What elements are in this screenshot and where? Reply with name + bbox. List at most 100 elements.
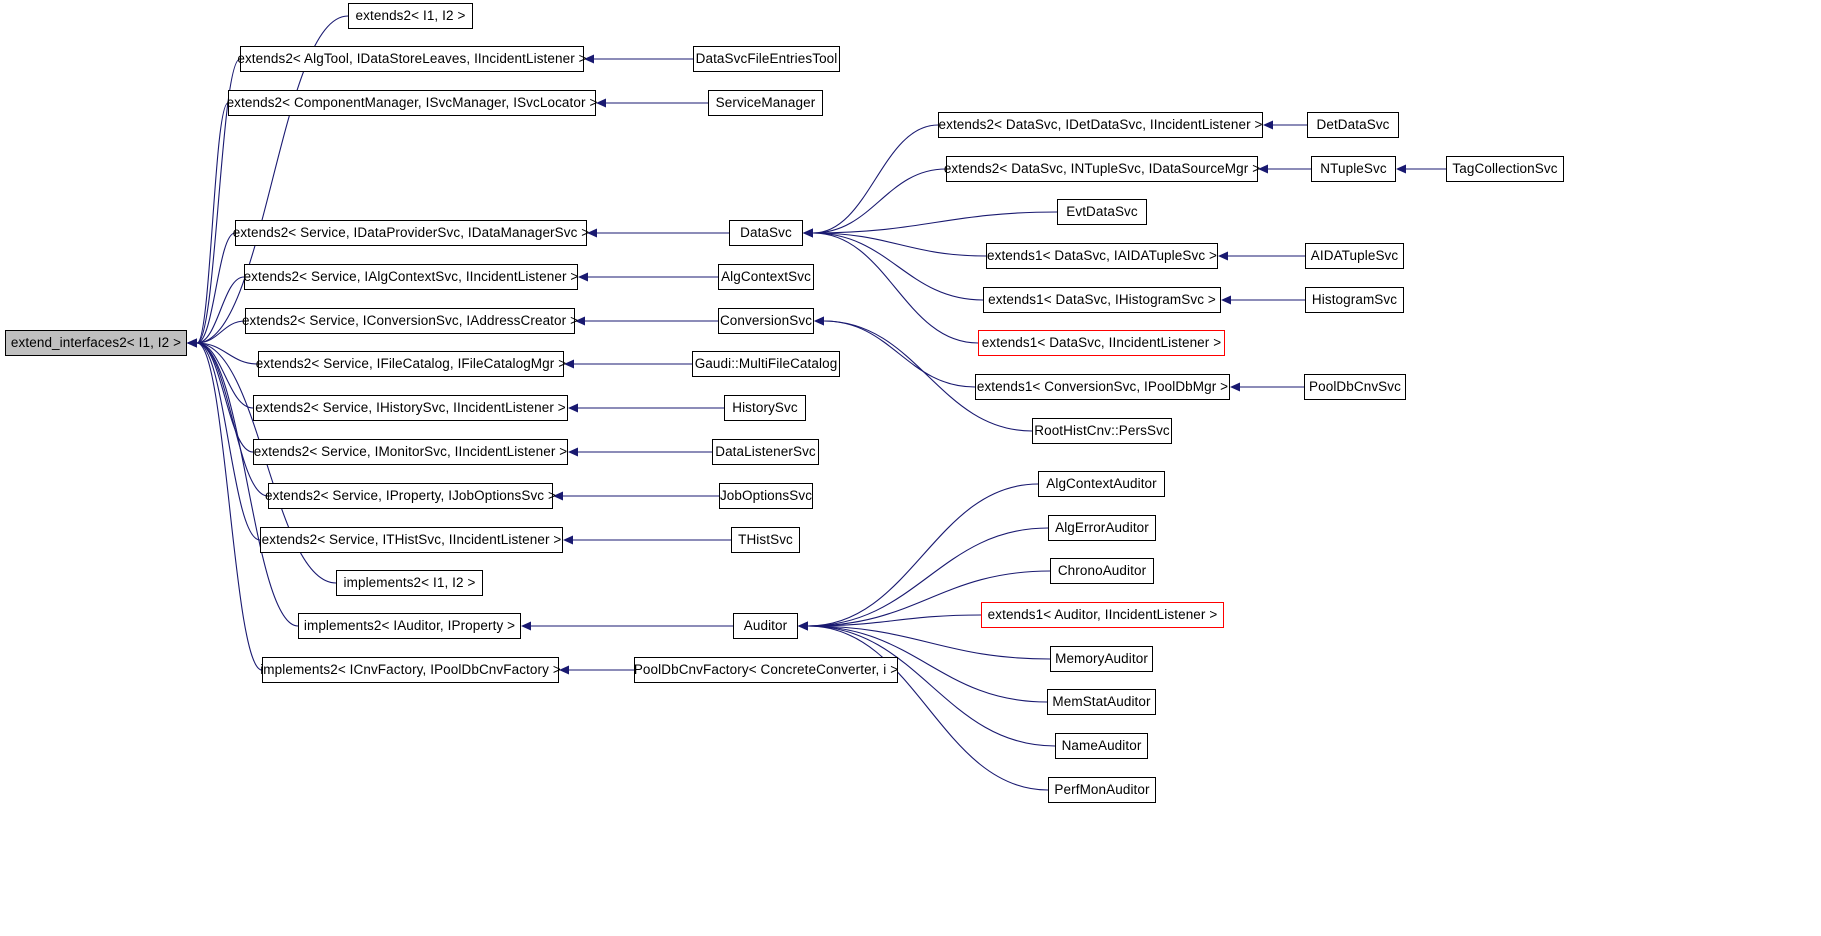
class-node-label: DataSvc [740,225,792,241]
class-node[interactable]: extends1< ConversionSvc, IPoolDbMgr > [975,374,1230,400]
inheritance-edge [196,342,254,453]
class-node[interactable]: extends1< DataSvc, IHistogramSvc > [983,287,1221,313]
edge-arrowhead [187,338,197,348]
inheritance-edge [196,276,245,344]
class-node[interactable]: extends2< I1, I2 > [348,3,473,29]
inheritance-edge [807,527,1049,627]
class-node[interactable]: MemStatAuditor [1047,689,1156,715]
edge-arrowhead [1258,164,1268,174]
class-node[interactable]: ConversionSvc [718,308,814,334]
edge-arrowhead [1263,120,1273,130]
class-node[interactable]: ServiceManager [708,90,823,116]
class-node-label: AlgErrorAuditor [1055,520,1149,536]
edge-arrowhead [1396,164,1406,174]
class-node[interactable]: extends2< DataSvc, IDetDataSvc, IInciden… [938,112,1263,138]
class-node[interactable]: implements2< IAuditor, IProperty > [298,613,521,639]
class-node-label: DataListenerSvc [715,444,816,460]
edge-arrowhead [559,665,569,675]
class-node-label: extends2< Service, ITHistSvc, IIncidentL… [261,532,562,548]
class-node-label: PoolDbCnvSvc [1309,379,1401,395]
class-node[interactable]: extends2< Service, IAlgContextSvc, IInci… [244,264,578,290]
class-node[interactable]: implements2< I1, I2 > [336,570,483,596]
class-node[interactable]: NTupleSvc [1311,156,1396,182]
class-node[interactable]: AlgErrorAuditor [1048,515,1156,541]
class-node[interactable]: PerfMonAuditor [1048,777,1156,803]
class-node[interactable]: extends1< DataSvc, IIncidentListener > [978,330,1225,356]
root-node[interactable]: extend_interfaces2< I1, I2 > [5,330,187,356]
inheritance-edge [807,625,1051,660]
class-node[interactable]: TagCollectionSvc [1446,156,1564,182]
class-node[interactable]: extends1< DataSvc, IAIDATupleSvc > [986,243,1218,269]
inheritance-edge [812,124,939,234]
class-node[interactable]: extends2< Service, IFileCatalog, IFileCa… [255,351,567,377]
class-node-label: extends2< Service, IConversionSvc, IAddr… [241,313,579,329]
edge-arrowhead [521,621,531,631]
edge-arrowhead [563,535,573,545]
inheritance-edge [196,102,229,344]
class-node[interactable]: DataSvcFileEntriesTool [693,46,840,72]
edge-arrowhead [584,54,594,64]
class-node-label: PoolDbCnvFactory< ConcreteConverter, i > [633,662,899,678]
class-node[interactable]: extends2< Service, IConversionSvc, IAddr… [241,308,579,334]
class-node-label: extends1< DataSvc, IIncidentListener > [981,335,1222,351]
class-node-label: JobOptionsSvc [719,488,813,504]
class-node-label: MemoryAuditor [1055,651,1148,667]
class-node[interactable]: extends2< AlgTool, IDataStoreLeaves, IIn… [237,46,587,72]
class-node-label: extends2< Service, IFileCatalog, IFileCa… [255,356,567,372]
class-node-label: AlgContextAuditor [1046,476,1157,492]
class-node-label: extends2< I1, I2 > [355,8,466,24]
class-node[interactable]: HistogramSvc [1305,287,1404,313]
class-node-label: EvtDataSvc [1066,204,1138,220]
class-node[interactable]: THistSvc [731,527,800,553]
class-node[interactable]: RootHistCnv::PersSvc [1032,418,1172,444]
class-node[interactable]: AlgContextAuditor [1038,471,1165,497]
class-node[interactable]: AlgContextSvc [718,264,814,290]
class-node[interactable]: extends2< Service, ITHistSvc, IIncidentL… [260,527,563,553]
class-node[interactable]: ChronoAuditor [1050,558,1154,584]
class-node[interactable]: DataSvc [729,220,803,246]
class-node[interactable]: Auditor [733,613,798,639]
class-node-label: extend_interfaces2< I1, I2 > [10,335,182,351]
class-node[interactable]: extends1< Auditor, IIncidentListener > [981,602,1224,628]
class-node[interactable]: extends2< Service, IDataProviderSvc, IDa… [233,220,589,246]
class-node-label: extends2< Service, IAlgContextSvc, IInci… [243,269,579,285]
inheritance-edge [196,342,269,497]
class-node[interactable]: implements2< ICnvFactory, IPoolDbCnvFact… [260,657,561,683]
class-node[interactable]: extends2< Service, IMonitorSvc, IInciden… [253,439,568,465]
class-node[interactable]: Gaudi::MultiFileCatalog [692,351,840,377]
class-node[interactable]: extends2< Service, IHistorySvc, IInciden… [253,395,568,421]
inheritance-edge [196,342,263,671]
class-node-label: Auditor [743,618,788,634]
class-node-label: ConversionSvc [719,313,813,329]
class-node[interactable]: PoolDbCnvFactory< ConcreteConverter, i > [634,657,898,683]
class-node[interactable]: JobOptionsSvc [719,483,813,509]
class-node-label: extends2< Service, IHistorySvc, IInciden… [255,400,566,416]
class-node-label: Gaudi::MultiFileCatalog [694,356,838,372]
inheritance-edge [812,232,984,301]
class-node[interactable]: DetDataSvc [1307,112,1399,138]
edge-arrowhead [568,403,578,413]
class-node-label: implements2< I1, I2 > [343,575,476,591]
class-node-label: AIDATupleSvc [1310,248,1399,264]
class-node[interactable]: AIDATupleSvc [1305,243,1404,269]
class-node-label: extends2< Service, IMonitorSvc, IInciden… [253,444,568,460]
class-node[interactable]: PoolDbCnvSvc [1304,374,1406,400]
class-node[interactable]: extends2< ComponentManager, ISvcManager,… [227,90,597,116]
class-node[interactable]: DataListenerSvc [712,439,819,465]
edge-arrowhead [798,621,808,631]
inheritance-edge [196,320,246,344]
class-node[interactable]: extends2< DataSvc, INTupleSvc, IDataSour… [944,156,1260,182]
class-node[interactable]: extends2< Service, IProperty, IJobOption… [265,483,556,509]
class-node-label: MemStatAuditor [1052,694,1151,710]
inheritance-edge [196,15,349,344]
class-node[interactable]: EvtDataSvc [1057,199,1147,225]
class-node-label: PerfMonAuditor [1054,782,1150,798]
class-node[interactable]: NameAuditor [1055,733,1148,759]
edge-arrowhead [553,491,563,501]
class-node[interactable]: HistorySvc [724,395,806,421]
inheritance-edge [812,211,1058,234]
class-node[interactable]: MemoryAuditor [1050,646,1153,672]
inheritance-edge [196,232,236,344]
edge-arrowhead [596,98,606,108]
